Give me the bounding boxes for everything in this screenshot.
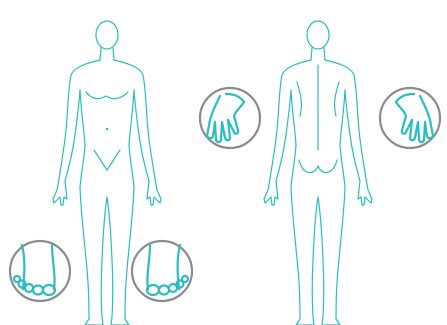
shoulder-blade-right [335,82,339,116]
hand-palm-icon [380,88,440,148]
back-view [264,21,372,325]
navel [106,128,109,131]
left-foot-inset [132,241,192,301]
hand-palm-icon [200,88,260,148]
chest-line [86,92,128,99]
right-foot-inset [10,241,70,301]
glute-line [299,160,337,173]
left-hand-inset [200,88,260,148]
right-hand-inset [380,88,440,148]
shoulder-blade-left [297,82,301,116]
foot-toes-icon [132,241,192,301]
groin-line [94,150,120,170]
foot-toes-icon [10,241,70,301]
